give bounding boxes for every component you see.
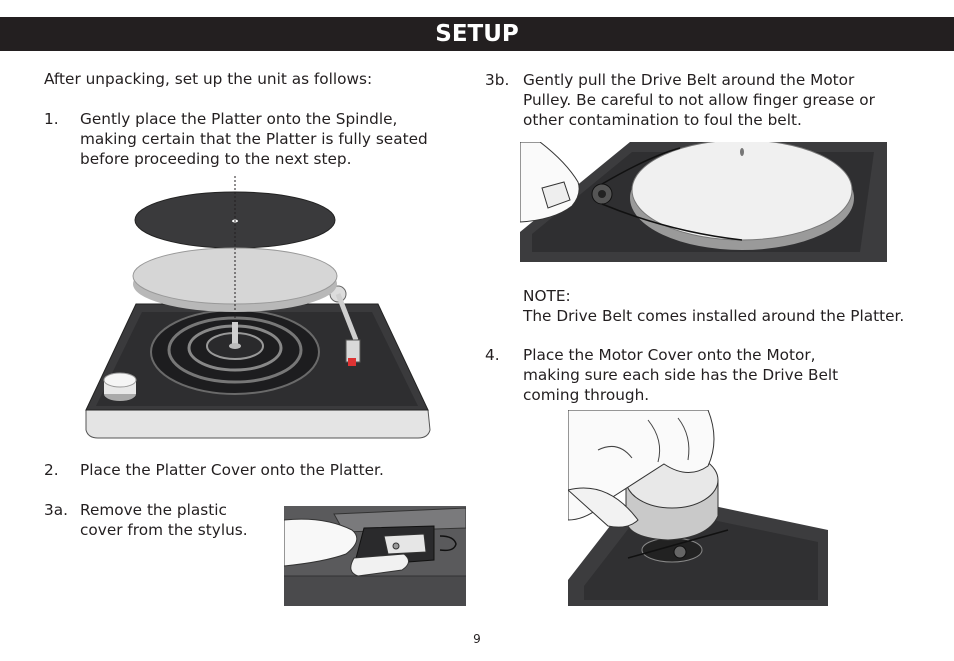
step-4-number: 4. xyxy=(485,346,500,364)
step-3a-line-1: Remove the plastic xyxy=(80,501,227,519)
section-title: SETUP xyxy=(435,21,519,47)
step-4-line-2: making sure each side has the Drive Belt xyxy=(523,366,839,384)
step-4-line-3: coming through. xyxy=(523,386,650,404)
step-3b-line-2: Pulley. Be careful to not allow finger g… xyxy=(523,91,875,109)
step-3b-number: 3b. xyxy=(485,71,510,89)
step-2-number: 2. xyxy=(44,461,59,479)
turntable-exploded-illustration xyxy=(85,176,431,439)
step-3b-line-3: other contamination to foul the belt. xyxy=(523,111,802,129)
step-1-line-3: before proceeding to the next step. xyxy=(80,150,352,168)
intro-text: After unpacking, set up the unit as foll… xyxy=(44,70,373,88)
note-label: NOTE: xyxy=(523,287,571,305)
motor-cover-illustration xyxy=(568,410,828,606)
step-1-number: 1. xyxy=(44,110,59,128)
page-number: 9 xyxy=(473,632,481,646)
stylus-cover-illustration xyxy=(284,506,466,606)
step-2-text: Place the Platter Cover onto the Platter… xyxy=(80,461,384,479)
drive-belt-illustration xyxy=(520,142,887,262)
step-3b-line-1: Gently pull the Drive Belt around the Mo… xyxy=(523,71,855,89)
step-3a-line-2: cover from the stylus. xyxy=(80,521,248,539)
section-header: SETUP xyxy=(0,17,954,51)
note-text: The Drive Belt comes installed around th… xyxy=(523,307,905,325)
step-3a-number: 3a. xyxy=(44,501,68,519)
step-4-line-1: Place the Motor Cover onto the Motor, xyxy=(523,346,816,364)
step-1-line-2: making certain that the Platter is fully… xyxy=(80,130,428,148)
step-1-line-1: Gently place the Platter onto the Spindl… xyxy=(80,110,398,128)
